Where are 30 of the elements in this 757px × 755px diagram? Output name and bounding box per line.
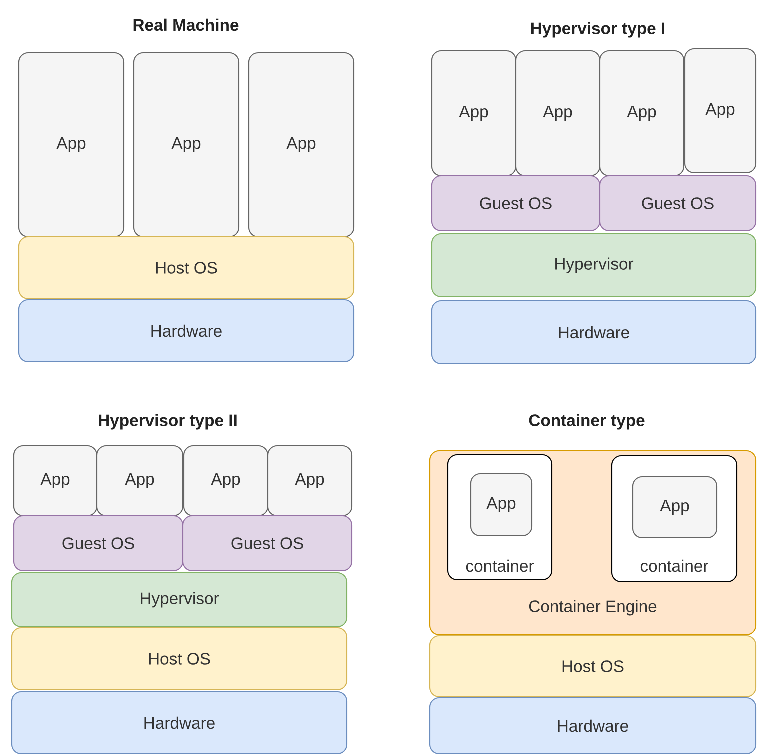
panel-title: Container type: [529, 414, 645, 430]
hardware-layer: Hardware: [11, 691, 348, 755]
panel-title: Hypervisor type I: [532, 22, 664, 38]
hypervisor-layer: Hypervisor: [11, 572, 348, 628]
hardware-layer: Hardware: [431, 300, 757, 365]
app-box: App: [133, 52, 240, 238]
app-box: App: [18, 52, 125, 238]
app-box: App: [515, 50, 601, 177]
app-box: App: [431, 50, 517, 177]
guest-os-box: Guest OS: [599, 175, 757, 232]
hardware-layer: Hardware: [18, 299, 355, 363]
guest-os-box: Guest OS: [13, 515, 184, 572]
app-box: App: [267, 445, 353, 517]
panel-title: Real Machine: [134, 18, 239, 32]
guest-os-box: Guest OS: [182, 515, 353, 572]
hypervisor-layer: Hypervisor: [431, 233, 757, 298]
app-box: App: [248, 52, 355, 238]
app-box: App: [470, 473, 533, 537]
app-box: App: [13, 445, 98, 517]
guest-os-box: Guest OS: [431, 175, 601, 232]
host-os-layer: Host OS: [18, 236, 355, 300]
app-box: App: [183, 445, 269, 517]
app-box: App: [599, 50, 685, 177]
panel-title: Hypervisor type II: [99, 414, 237, 430]
app-box: App: [684, 48, 757, 174]
host-os-layer: Host OS: [429, 635, 757, 698]
app-box: App: [96, 445, 184, 517]
host-os-layer: Host OS: [11, 627, 348, 691]
app-box: App: [632, 476, 718, 539]
hardware-layer: Hardware: [429, 697, 757, 755]
